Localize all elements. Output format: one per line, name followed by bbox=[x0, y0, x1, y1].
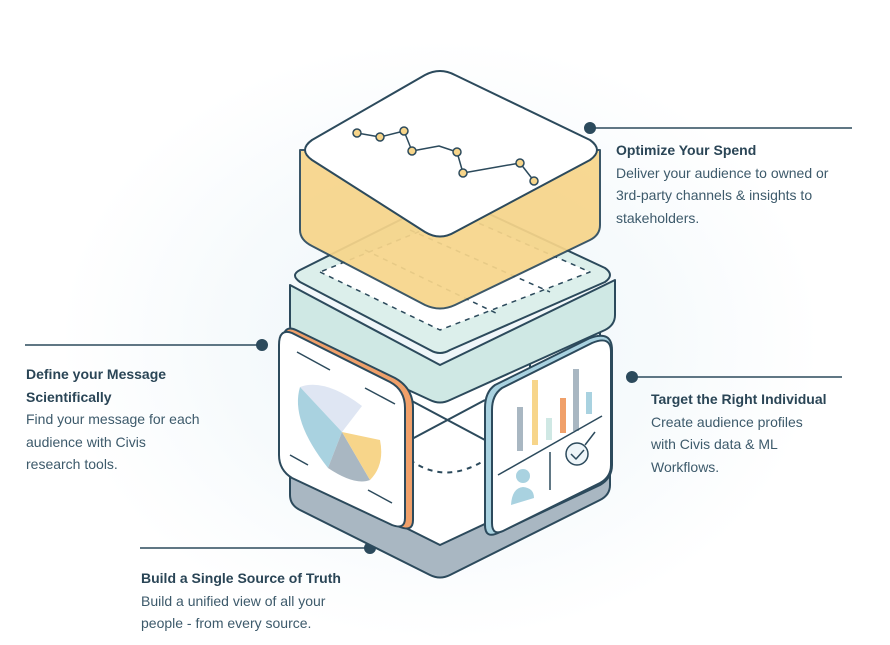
callout-line: Create audience profiles bbox=[651, 413, 803, 430]
callout-line: Find your message for each bbox=[26, 411, 200, 427]
line-chart-icon bbox=[352, 126, 539, 186]
callout-title: Optimize Your Spend bbox=[616, 142, 757, 158]
connector-optimize bbox=[584, 122, 852, 134]
callout-line: people - from every source. bbox=[141, 615, 312, 631]
connector-build bbox=[140, 542, 376, 554]
bar-chart-icon bbox=[517, 369, 592, 451]
callout-title: Scientifically bbox=[26, 388, 112, 405]
check-search-icon bbox=[565, 431, 596, 466]
callout-build: Build a Single Source of Truth Build a u… bbox=[141, 567, 341, 635]
callout-line: Build a unified view of all your bbox=[141, 592, 326, 609]
callout-title: Build a Single Source of Truth bbox=[141, 570, 341, 586]
callout-define: Define your Message Scientifically Find … bbox=[26, 363, 200, 476]
callout-line: Workflows. bbox=[651, 458, 720, 475]
callout-title: Define your Message bbox=[26, 366, 167, 382]
callout-line: stakeholders. bbox=[616, 209, 700, 226]
person-icon bbox=[511, 469, 534, 505]
callout-line: 3rd-party channels & insights to bbox=[616, 187, 813, 203]
callout-line: audience with Civis bbox=[26, 433, 146, 450]
callout-title: Target the Right Individual bbox=[651, 391, 827, 407]
bar-chart-panel bbox=[484, 334, 613, 536]
pie-chart-panel bbox=[278, 327, 414, 530]
callout-line: Deliver your audience to owned or bbox=[616, 164, 829, 181]
callout-line: with Civis data & ML bbox=[651, 436, 778, 452]
base-layer bbox=[289, 459, 611, 579]
connector-define bbox=[25, 339, 268, 351]
callout-line: research tools. bbox=[26, 456, 118, 472]
connector-target bbox=[626, 371, 842, 383]
yellow-lid bbox=[299, 70, 601, 310]
callout-target: Target the Right Individual Create audie… bbox=[651, 388, 827, 478]
callout-optimize: Optimize Your Spend Deliver your audienc… bbox=[616, 139, 828, 229]
pie-chart-icon bbox=[297, 384, 382, 482]
